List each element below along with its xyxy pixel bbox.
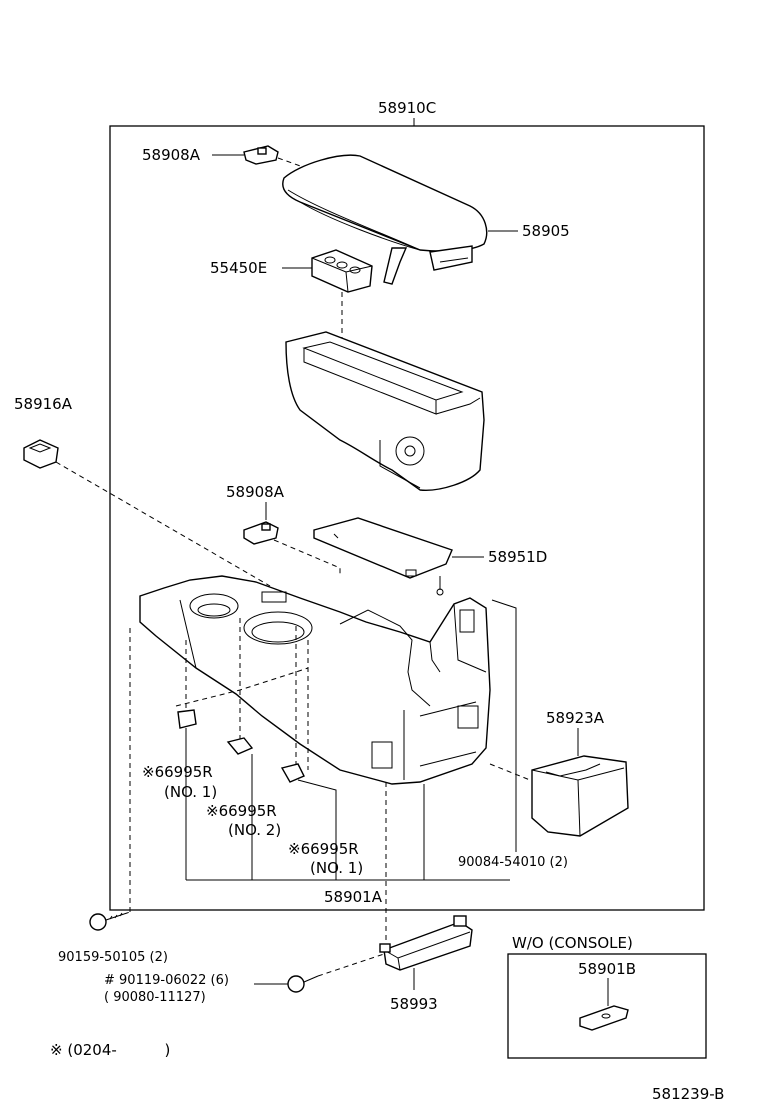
- label-66995r-no2: ※66995R: [206, 802, 277, 820]
- armrest-lid-58905: [282, 154, 488, 285]
- label-no1-left: (NO. 1): [164, 783, 217, 801]
- label-90080-11127: ( 90080-11127): [104, 990, 206, 1005]
- bracket-58993: [379, 915, 473, 971]
- wo-console-box: [507, 953, 707, 1059]
- nut-66995r-no2: [226, 737, 254, 755]
- clip-58908a-top: [243, 145, 279, 165]
- label-wo-console: W/O (CONSOLE): [512, 934, 633, 952]
- label-58951d: 58951D: [488, 548, 547, 566]
- console-box: [285, 331, 485, 491]
- label-no1-right: (NO. 1): [310, 859, 363, 877]
- screw-90159-50105: [89, 912, 125, 931]
- label-58916a: 58916A: [14, 395, 73, 413]
- panel-58951d: [313, 517, 453, 579]
- label-90084-54010: 90084-54010 (2): [458, 855, 568, 870]
- plug-58916a: [23, 439, 59, 469]
- label-58905: 58905: [522, 222, 570, 240]
- footnote: ※ (0204- ): [50, 1041, 170, 1059]
- label-90119-06022: # 90119-06022 (6): [104, 973, 229, 988]
- label-58923a: 58923A: [546, 709, 605, 727]
- assembly-frame: [109, 125, 705, 911]
- label-58901b: 58901B: [578, 960, 636, 978]
- label-58908a-mid: 58908A: [226, 483, 285, 501]
- label-58901a: 58901A: [324, 888, 383, 906]
- label-66995r-no1-right: ※66995R: [288, 840, 359, 858]
- tray-58923a: [531, 755, 629, 837]
- nut-66995r-no1-right: [280, 763, 305, 783]
- label-58993: 58993: [390, 995, 438, 1013]
- label-58908a-top: 58908A: [142, 146, 201, 164]
- label-55450e: 55450E: [210, 259, 267, 277]
- label-58910c: 58910C: [378, 99, 436, 117]
- label-66995r-no1-left: ※66995R: [142, 763, 213, 781]
- label-90159-50105: 90159-50105 (2): [58, 950, 168, 965]
- console-body-58901a: [139, 575, 491, 785]
- label-no2: (NO. 2): [228, 821, 281, 839]
- bolt-90119-06022: [287, 975, 319, 993]
- figure-id: 581239-B: [652, 1085, 724, 1103]
- part-58901b: [579, 1005, 629, 1031]
- nut-66995r-no1-left: [177, 709, 197, 729]
- pad-55450e: [311, 249, 373, 293]
- clip-58908a-mid: [243, 521, 279, 545]
